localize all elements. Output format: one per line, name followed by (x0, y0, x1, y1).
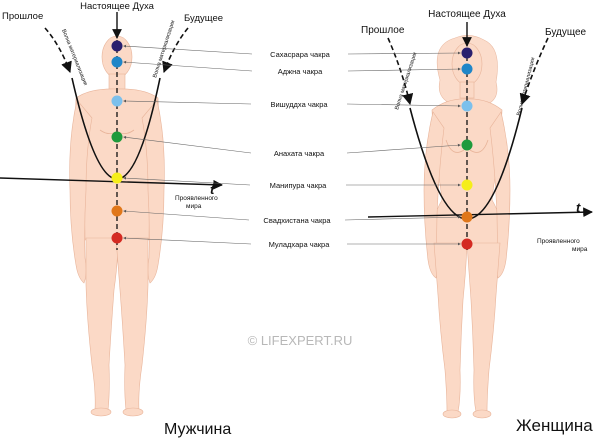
female-present-label: Настоящее Духа (428, 9, 506, 20)
male-chakra-dot-1 (111, 56, 123, 68)
pointer-male-5 (123, 209, 250, 221)
female-past-label: Прошлое (361, 25, 405, 36)
female-wave-right-label: Волна материализации (516, 57, 536, 117)
female-chakra-dots (461, 47, 473, 250)
pointer-male-0 (123, 44, 253, 55)
female-chakra-dot-4 (461, 179, 473, 191)
male-chakra-dot-6 (111, 232, 123, 244)
chakra-label-0: Сахасрара чакра (270, 50, 331, 59)
male-chakra-dot-2 (111, 95, 123, 107)
male-chakra-dot-5 (111, 205, 123, 217)
female-time-label: t (576, 200, 581, 215)
pointer-male-4 (123, 176, 251, 186)
watermark: © LIFEXPERT.RU (248, 333, 353, 348)
male-chakra-dot-0 (111, 40, 123, 52)
female-chakra-dot-5 (461, 211, 473, 223)
male-chakra-dot-4 (111, 172, 123, 184)
pointer-female-5 (344, 215, 461, 221)
female-chakra-dot-3 (461, 139, 473, 151)
female-manifested-label: Проявленного (537, 238, 580, 245)
pointer-female-1 (347, 67, 461, 72)
male-past-label: Прошлое (2, 11, 43, 22)
pointer-male-2 (123, 99, 252, 105)
male-future-label: Будущее (184, 13, 223, 24)
female-manifested-label-2: мира (572, 246, 588, 253)
pointer-male-1 (123, 60, 253, 72)
male-chakra-dot-3 (111, 131, 123, 143)
chakra-label-6: Муладхара чакра (269, 240, 331, 249)
female-chakra-dot-1 (461, 63, 473, 75)
chakra-label-3: Анахата чакра (274, 149, 325, 158)
pointer-male-3 (123, 135, 252, 154)
male-present-label: Настоящее Духа (80, 1, 155, 12)
chakra-label-1: Аджна чакра (278, 67, 323, 76)
female-caption: Женщина (516, 416, 593, 435)
pointer-male-6 (123, 236, 252, 245)
male-manifested-label-2: мира (186, 203, 202, 210)
female-chakra-dot-0 (461, 47, 473, 59)
female-chakra-dot-2 (461, 100, 473, 112)
pointer-female-3 (346, 143, 461, 154)
female-chakra-dot-6 (461, 238, 473, 250)
chakra-label-5: Свадхистана чакра (263, 216, 331, 225)
male-caption: Мужчина (164, 421, 231, 438)
chakra-pointers (123, 44, 461, 246)
pointer-female-2 (346, 103, 461, 108)
pointer-female-0 (347, 51, 461, 55)
chakra-label-4: Манипура чакра (270, 181, 328, 190)
female-future-label: Будущее (545, 27, 587, 38)
male-manifested-label: Проявленного (175, 195, 218, 202)
chakra-label-2: Вишуддха чакра (270, 100, 328, 109)
male-time-label: t (210, 182, 215, 197)
male-chakra-dots (111, 40, 123, 244)
